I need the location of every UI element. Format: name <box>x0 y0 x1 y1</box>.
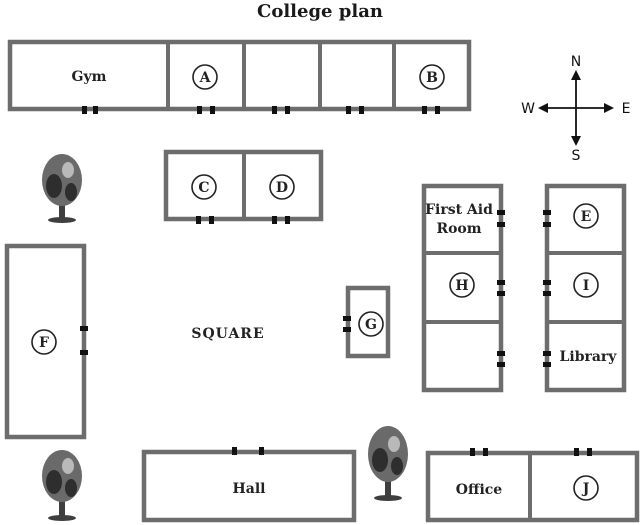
g-building: G <box>343 285 391 359</box>
cd-building: C D <box>163 149 324 224</box>
door <box>346 106 351 114</box>
square-label: SQUARE <box>191 326 264 342</box>
door <box>543 362 551 367</box>
hall-building-outline <box>141 449 357 523</box>
door <box>497 222 505 227</box>
door <box>272 216 277 224</box>
office-label: Office <box>456 482 503 498</box>
door <box>470 448 475 456</box>
marker-j-circle <box>573 475 599 501</box>
marker-d-label: D <box>276 180 288 196</box>
tree-icon <box>368 426 408 501</box>
compass-north-arrow <box>571 70 581 80</box>
door <box>497 280 505 285</box>
office-building: Office J <box>425 448 640 523</box>
office-building-outline <box>425 450 640 523</box>
door <box>210 106 215 114</box>
door <box>587 448 592 456</box>
library-label: Library <box>560 349 618 365</box>
door <box>272 106 277 114</box>
first-aid-label-line2: Room <box>436 221 481 237</box>
compass-south-label: S <box>572 148 581 164</box>
door <box>285 106 290 114</box>
marker-c-label: C <box>198 180 209 196</box>
first-aid-label-line1: First Aid <box>425 202 493 218</box>
door <box>196 216 201 224</box>
marker-i-label: I <box>583 278 590 294</box>
marker-a-label: A <box>199 70 212 86</box>
marker-i-circle <box>573 272 599 298</box>
door <box>259 447 264 455</box>
marker-f-label: F <box>39 335 49 351</box>
door <box>82 106 87 114</box>
door <box>543 222 551 227</box>
door <box>232 447 237 455</box>
door <box>343 316 351 321</box>
marker-j-label: J <box>581 481 590 497</box>
door <box>543 210 551 215</box>
compass-east-arrow <box>604 103 614 113</box>
tree-icon <box>42 154 82 223</box>
door <box>422 106 427 114</box>
hall-label: Hall <box>233 481 266 497</box>
top-building: Gym A B <box>7 39 472 114</box>
compass-rose: N S E W <box>521 54 630 164</box>
marker-f-circle <box>31 329 57 355</box>
gym-label: Gym <box>72 69 107 85</box>
compass-north-label: N <box>571 54 581 70</box>
compass-south-arrow <box>571 136 581 146</box>
marker-h-label: H <box>455 278 468 294</box>
marker-a-circle <box>192 64 218 90</box>
compass-west-arrow <box>538 103 548 113</box>
door <box>80 326 88 331</box>
tree-icon <box>42 450 82 521</box>
library-column: E I Library <box>543 183 627 393</box>
compass-west-label: W <box>521 101 535 117</box>
door <box>497 362 505 367</box>
door <box>497 351 505 356</box>
door <box>343 327 351 332</box>
marker-e-label: E <box>581 209 592 225</box>
door <box>543 351 551 356</box>
door <box>285 216 290 224</box>
f-building: F <box>4 243 88 440</box>
marker-b-label: B <box>426 70 438 86</box>
marker-c-circle <box>191 174 217 200</box>
door <box>543 291 551 296</box>
door <box>497 210 505 215</box>
door <box>80 350 88 355</box>
door <box>497 291 505 296</box>
marker-g-circle <box>358 311 384 337</box>
door <box>574 448 579 456</box>
door <box>483 448 488 456</box>
door <box>435 106 440 114</box>
marker-d-circle <box>269 174 295 200</box>
door <box>209 216 214 224</box>
marker-h-circle <box>449 272 475 298</box>
hall-building: Hall <box>141 447 357 523</box>
marker-e-circle <box>573 203 599 229</box>
first-aid-column: First Aid Room H <box>421 183 505 393</box>
compass-east-label: E <box>622 101 631 117</box>
door <box>197 106 202 114</box>
door <box>543 280 551 285</box>
marker-g-label: G <box>365 317 377 333</box>
door <box>93 106 98 114</box>
door <box>359 106 364 114</box>
marker-b-circle <box>419 64 445 90</box>
plan-title: College plan <box>257 1 383 22</box>
